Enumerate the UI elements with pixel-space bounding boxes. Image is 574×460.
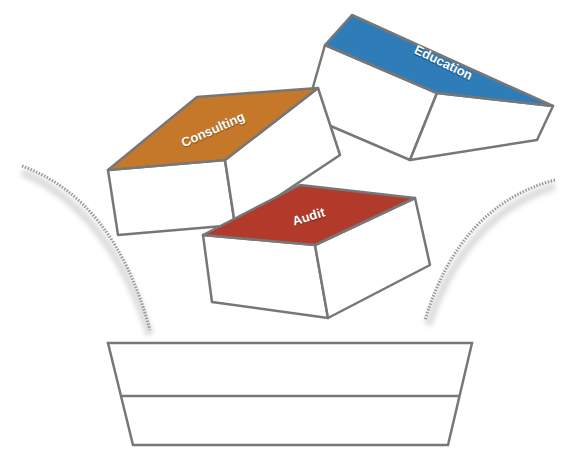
motion-line [22, 166, 555, 335]
crate-box: Education [300, 10, 558, 165]
box-side [203, 235, 328, 318]
crate-box: Audit [198, 180, 435, 323]
basket [108, 343, 472, 445]
box-side [108, 160, 235, 235]
box-outline [198, 180, 435, 323]
box-top [325, 15, 553, 106]
box-top [203, 185, 415, 245]
box-top [108, 88, 318, 170]
box-outline [300, 10, 558, 165]
